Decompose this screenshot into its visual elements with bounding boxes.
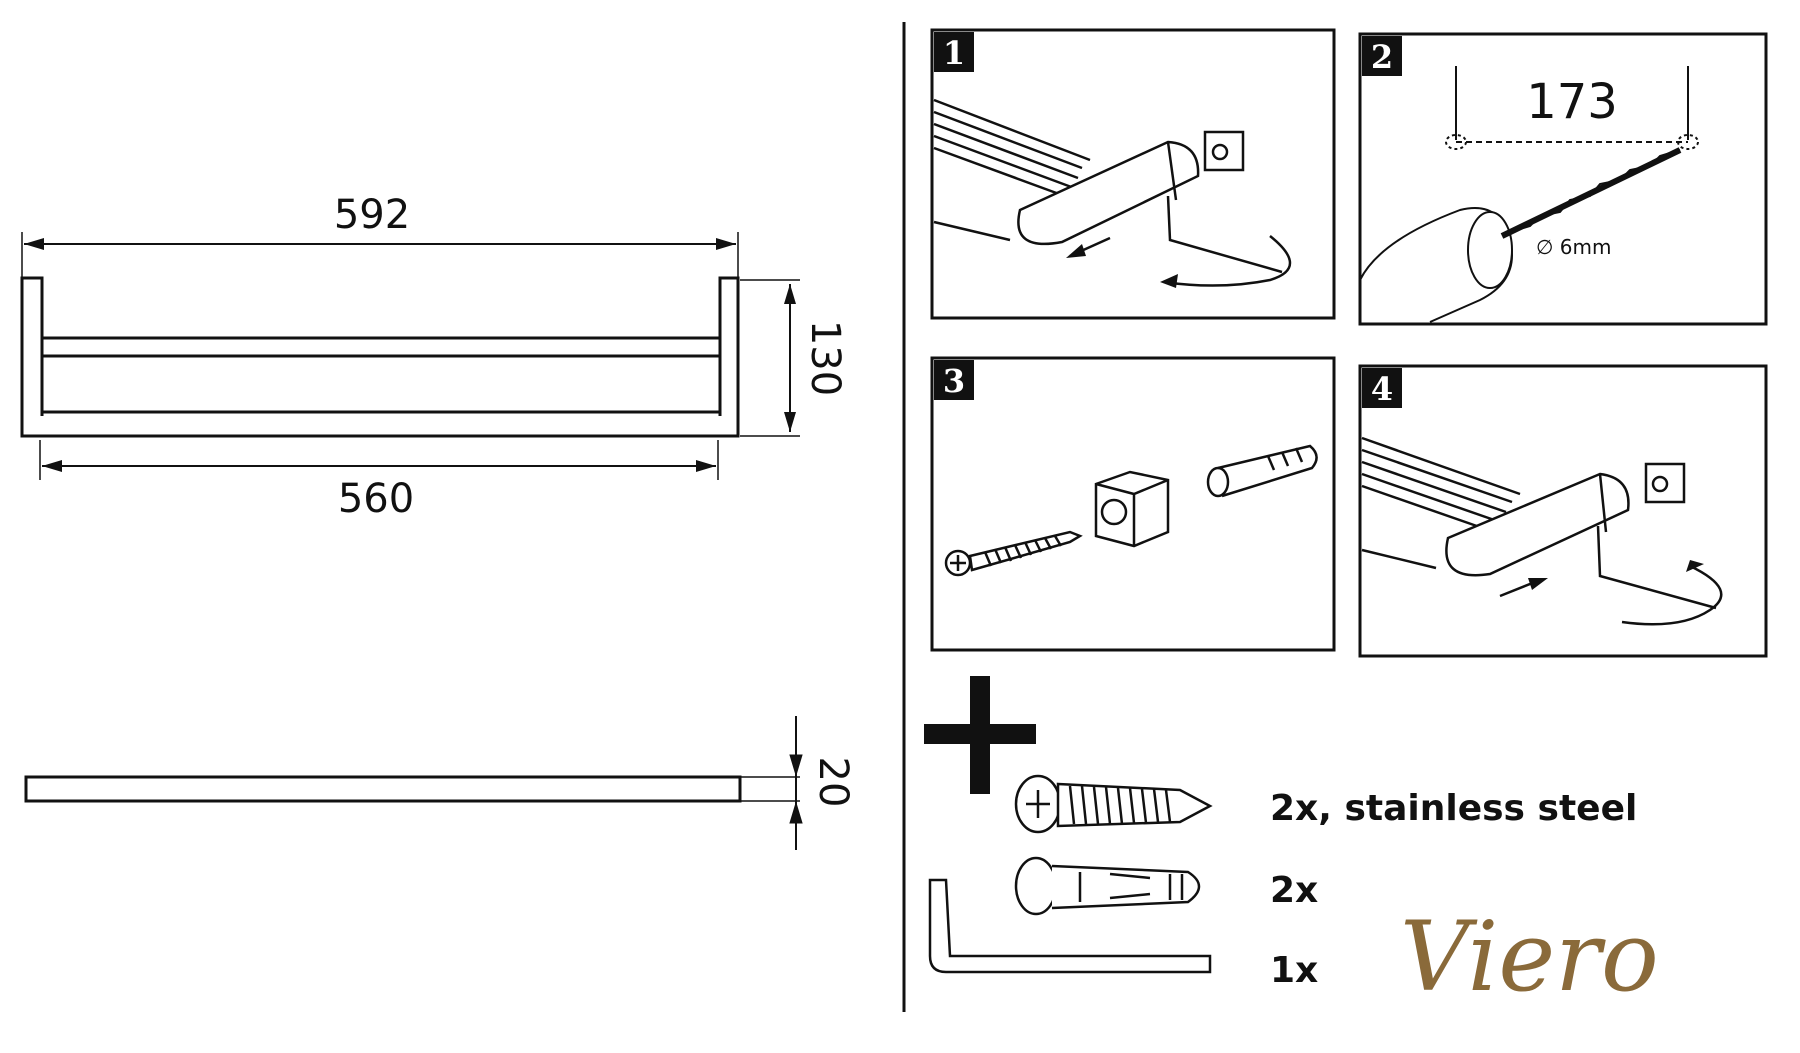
step-2-number: 2 [1371,38,1393,76]
dimension-20-label: 20 [810,757,856,808]
step-4-number: 4 [1371,370,1393,408]
step-1-panel [930,28,1336,320]
dimension-592-label: 592 [334,192,410,238]
brand-logo: Viero [1400,901,1659,1013]
dimension-130-label: 130 [802,320,848,396]
step-2-panel [1358,32,1768,326]
side-view [24,716,803,850]
plus-icon [924,676,1036,794]
screws-label: 2x, stainless steel [1270,788,1637,829]
hex-key-icon [928,878,1212,974]
drill-diameter-label: ∅ 6mm [1536,235,1611,259]
hex-key-label: 1x [1270,950,1318,991]
step-3-number: 3 [943,362,965,400]
wall-anchor-icon [1014,856,1201,916]
step-3-panel [930,356,1336,652]
dimension-560-label: 560 [338,476,414,522]
screw-icon [1014,774,1213,834]
drill-spacing-label: 173 [1526,74,1618,130]
anchors-label: 2x [1270,870,1318,911]
front-view [20,232,800,480]
step-4-panel [1358,364,1768,658]
step-1-number: 1 [943,34,965,72]
